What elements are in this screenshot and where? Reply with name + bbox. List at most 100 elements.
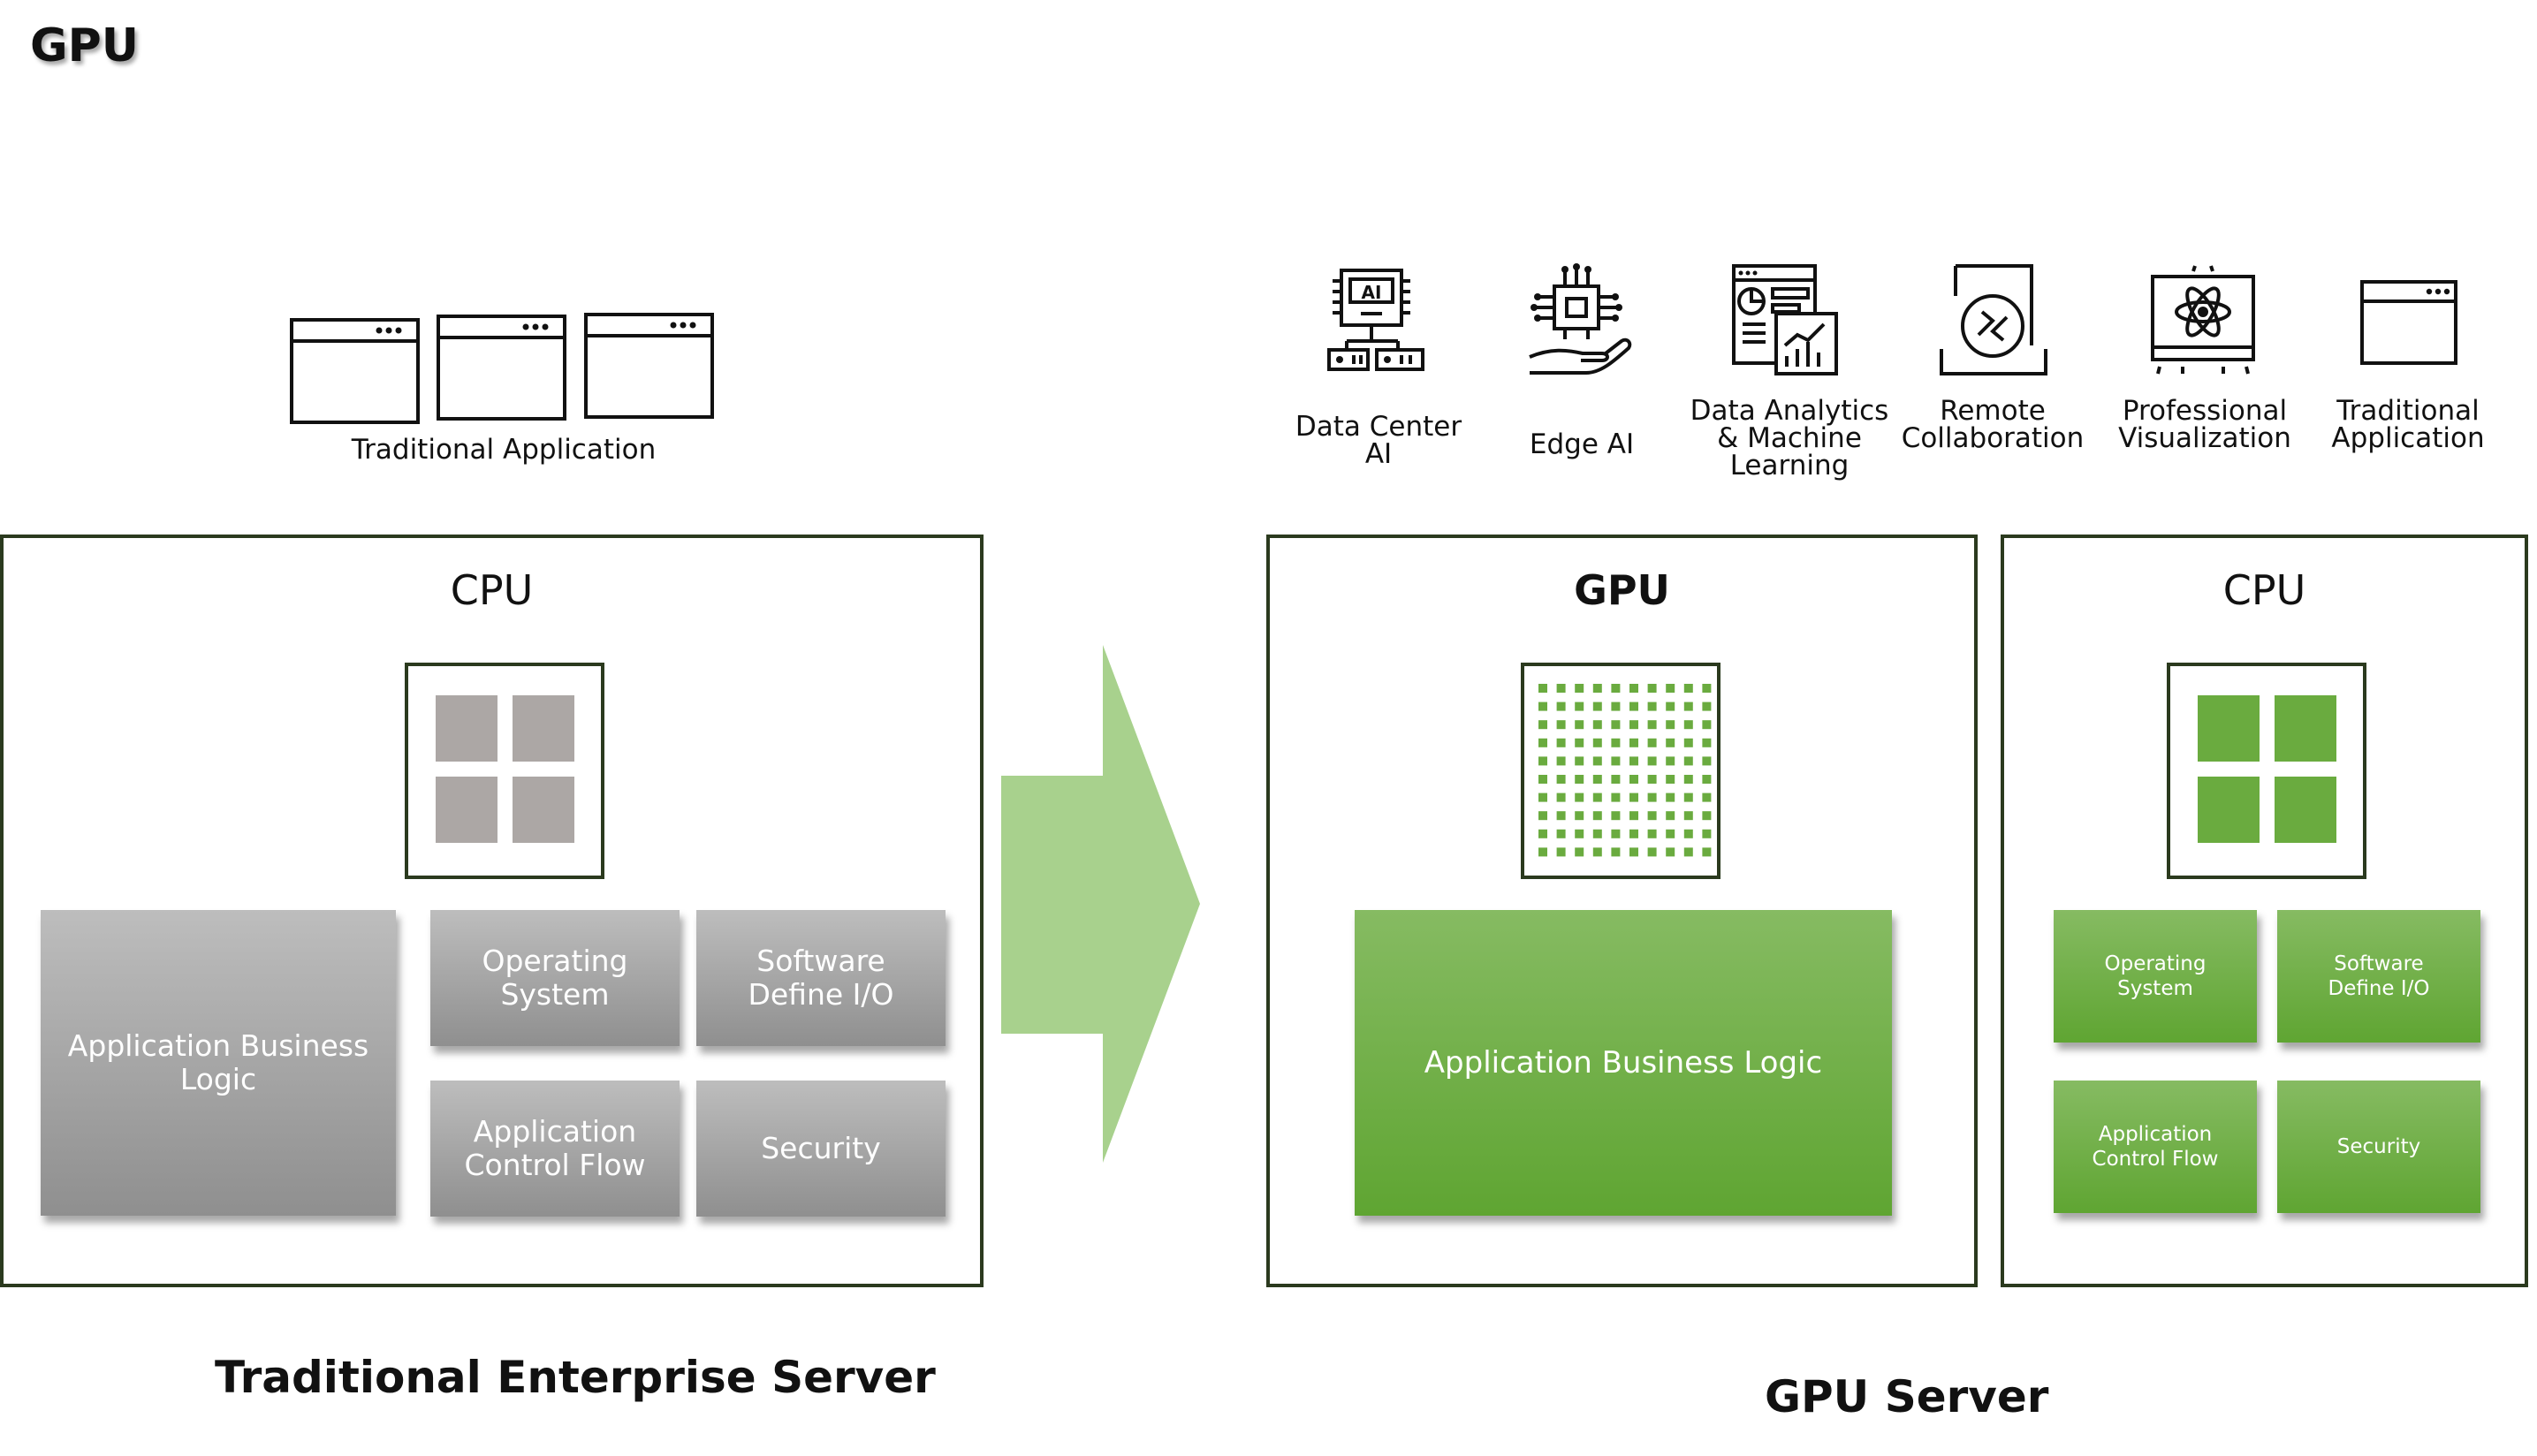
edge-ai-label: Edge AI [1529, 428, 1635, 460]
gpu-core-cell [1683, 792, 1693, 802]
gpu-core-cell [1647, 811, 1657, 821]
security-box: Security [696, 1081, 946, 1217]
svg-text:AI: AI [1362, 282, 1382, 303]
gpu-core-cell [1556, 684, 1566, 693]
traditional-server-panel: CPU Application Business Logic Operating… [0, 535, 984, 1287]
cpu-chip [2167, 663, 2366, 879]
atom-monitor-icon [2151, 265, 2255, 375]
gpu-core-cell [1611, 756, 1621, 766]
gpu-server-caption: GPU Server [1765, 1371, 2049, 1422]
gpu-core-cell [1556, 829, 1566, 838]
data-center-ai-label: Data Center AI [1295, 411, 1462, 470]
gpu-core-cell [1629, 701, 1638, 711]
gpu-core-cell [1556, 720, 1566, 730]
gpu-core-cell [1647, 775, 1657, 784]
remote-collaboration-icon [1940, 264, 2047, 375]
gpu-core-cell [1683, 738, 1693, 747]
gpu-core-cell [1647, 720, 1657, 730]
gpu-core-cell [1611, 792, 1621, 802]
gpu-core-grid [1538, 684, 1712, 857]
operating-system-box: Operating System [430, 910, 680, 1046]
cpu-core [2198, 695, 2260, 762]
cpu-core [2198, 777, 2260, 843]
gpu-core-cell [1629, 792, 1638, 802]
gpu-core-cell [1702, 775, 1712, 784]
gpu-core-cell [1629, 738, 1638, 747]
traditional-application-right-label: Traditional Application [2331, 395, 2485, 454]
ai-chip-server-icon: AI [1327, 269, 1424, 371]
gpu-core-cell [1592, 847, 1602, 857]
gpu-core-cell [1556, 847, 1566, 857]
gpu-core-cell [1556, 775, 1566, 784]
gpu-core-cell [1683, 829, 1693, 838]
gpu-core-cell [1538, 756, 1547, 766]
traditional-application-label: Traditional Application [351, 434, 657, 466]
traditional-app-windows [288, 311, 721, 426]
gpu-core-cell [1666, 720, 1675, 730]
gpu-core-cell [1629, 847, 1638, 857]
gpu-core-cell [1592, 792, 1602, 802]
gpu-core-cell [1666, 847, 1675, 857]
chip-hand-icon [1529, 263, 1632, 375]
gpu-core-cell [1702, 847, 1712, 857]
gpu-core-cell [1556, 811, 1566, 821]
gpu-core-cell [1629, 775, 1638, 784]
gpu-core-cell [1647, 756, 1657, 766]
gpu-core-cell [1592, 811, 1602, 821]
gpu-core-cell [1683, 775, 1693, 784]
traditional-application-icon [2358, 278, 2460, 367]
gpu-core-cell [1538, 829, 1547, 838]
gpu-core-cell [1538, 847, 1547, 857]
gpu-core-cell [1702, 720, 1712, 730]
gpu-core-cell [1647, 792, 1657, 802]
gpu-core-cell [1629, 829, 1638, 838]
gpu-core-cell [1611, 811, 1621, 821]
traditional-server-caption: Traditional Enterprise Server [215, 1352, 936, 1403]
cpu-core [436, 695, 498, 762]
cpu-core [513, 695, 574, 762]
analytics-dashboard-icon [1732, 264, 1838, 375]
remote-collaboration-label: Remote Collaboration [1901, 395, 2085, 454]
gpu-core-cell [1702, 756, 1712, 766]
gpu-core-cell [1666, 684, 1675, 693]
gpu-core-cell [1629, 811, 1638, 821]
gpu-core-cell [1592, 684, 1602, 693]
gpu-core-cell [1666, 792, 1675, 802]
gpu-core-cell [1592, 775, 1602, 784]
gpu-core-cell [1538, 775, 1547, 784]
gpu-core-cell [1575, 684, 1584, 693]
gpu-core-cell [1538, 720, 1547, 730]
gpu-core-cell [1647, 701, 1657, 711]
gpu-core-cell [1611, 775, 1621, 784]
gpu-core-cell [1538, 701, 1547, 711]
gpu-core-cell [1629, 684, 1638, 693]
cpu-core [2275, 695, 2336, 762]
cpu-title: CPU [2222, 566, 2306, 614]
software-define-io-box: Software Define I/O [2277, 910, 2480, 1043]
gpu-core-cell [1611, 720, 1621, 730]
gpu-core-cell [1702, 738, 1712, 747]
data-analytics-label: Data Analytics & Machine Learning [1690, 395, 1889, 482]
gpu-core-cell [1611, 738, 1621, 747]
professional-visualization-label: Professional Visualization [2118, 395, 2291, 454]
application-window-icon [290, 313, 714, 424]
edge-ai-icon [1524, 263, 1635, 378]
application-control-flow-box: Application Control Flow [430, 1081, 680, 1217]
data-analytics-icon [1730, 261, 1845, 380]
gpu-core-cell [1683, 847, 1693, 857]
gpu-core-cell [1575, 701, 1584, 711]
gpu-chip [1521, 663, 1720, 879]
gpu-core-cell [1683, 684, 1693, 693]
remote-collaboration-icon-wrap [1938, 261, 2053, 380]
gpu-core-cell [1611, 829, 1621, 838]
gpu-core-cell [1647, 829, 1657, 838]
gpu-core-cell [1575, 775, 1584, 784]
gpu-core-cell [1556, 701, 1566, 711]
gpu-core-cell [1575, 756, 1584, 766]
gpu-core-cell [1683, 756, 1693, 766]
gpu-core-cell [1592, 829, 1602, 838]
gpu-core-cell [1575, 811, 1584, 821]
gpu-core-cell [1702, 792, 1712, 802]
gpu-core-cell [1683, 701, 1693, 711]
professional-visualization-icon [2147, 261, 2262, 380]
